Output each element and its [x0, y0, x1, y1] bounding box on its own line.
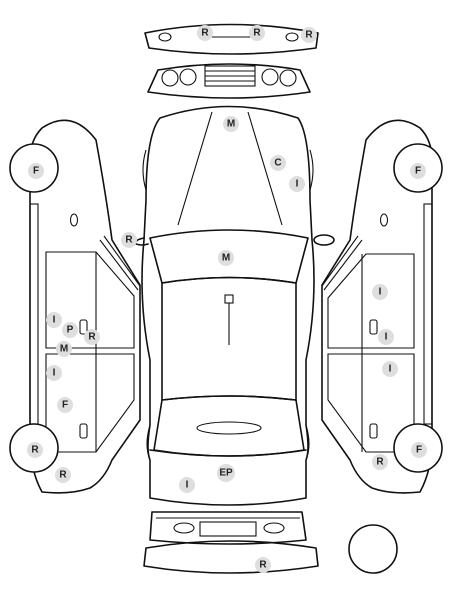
- svg-text:I: I: [53, 315, 56, 326]
- svg-text:I: I: [379, 287, 382, 298]
- svg-text:R: R: [31, 445, 39, 456]
- left-side-view[interactable]: [9, 119, 141, 494]
- damage-marker[interactable]: I: [46, 365, 62, 381]
- front-view[interactable]: [147, 63, 311, 99]
- svg-text:I: I: [385, 332, 388, 343]
- damage-marker[interactable]: I: [382, 361, 398, 377]
- svg-text:EP: EP: [219, 468, 233, 479]
- damage-marker[interactable]: F: [410, 163, 426, 179]
- damage-marker[interactable]: R: [301, 27, 317, 43]
- svg-text:R: R: [88, 332, 96, 343]
- damage-marker[interactable]: I: [46, 312, 62, 328]
- damage-marker[interactable]: R: [27, 442, 43, 458]
- damage-marker[interactable]: M: [218, 250, 234, 266]
- damage-marker[interactable]: I: [289, 176, 305, 192]
- car-top-view[interactable]: [134, 105, 335, 506]
- damage-marker[interactable]: M: [56, 341, 72, 357]
- svg-text:F: F: [416, 445, 422, 456]
- damage-marker[interactable]: R: [372, 454, 388, 470]
- svg-text:R: R: [253, 28, 261, 39]
- damage-marker[interactable]: R: [121, 232, 137, 248]
- damage-marker[interactable]: P: [62, 322, 78, 338]
- damage-marker[interactable]: I: [372, 284, 388, 300]
- svg-text:M: M: [60, 344, 68, 355]
- damage-marker[interactable]: F: [57, 397, 73, 413]
- svg-text:F: F: [33, 166, 39, 177]
- damage-marker[interactable]: C: [270, 155, 286, 171]
- svg-text:M: M: [227, 119, 235, 130]
- svg-text:R: R: [376, 457, 384, 468]
- svg-text:R: R: [59, 470, 67, 481]
- damage-marker[interactable]: R: [249, 25, 265, 41]
- damage-marker[interactable]: R: [55, 467, 71, 483]
- damage-markers: R R R M C I R M F I P R M I F R R F I I …: [27, 25, 427, 573]
- svg-text:F: F: [62, 400, 68, 411]
- svg-text:F: F: [415, 166, 421, 177]
- front-bumper[interactable]: [144, 23, 319, 55]
- svg-text:P: P: [67, 325, 74, 336]
- damage-marker[interactable]: I: [378, 329, 394, 345]
- svg-text:R: R: [305, 30, 313, 41]
- spare-wheel[interactable]: [348, 524, 398, 574]
- rear-bumper[interactable]: [143, 540, 319, 574]
- svg-text:I: I: [389, 364, 392, 375]
- damage-marker[interactable]: R: [84, 329, 100, 345]
- svg-text:I: I: [186, 480, 189, 491]
- damage-marker[interactable]: R: [255, 557, 271, 573]
- svg-text:C: C: [274, 158, 281, 169]
- svg-text:R: R: [259, 560, 267, 571]
- damage-marker[interactable]: M: [223, 116, 239, 132]
- svg-text:R: R: [125, 235, 133, 246]
- svg-text:R: R: [201, 28, 209, 39]
- damage-marker[interactable]: R: [197, 25, 213, 41]
- damage-marker[interactable]: EP: [217, 464, 235, 482]
- damage-marker[interactable]: I: [179, 477, 195, 493]
- svg-text:M: M: [222, 253, 230, 264]
- rear-view[interactable]: [149, 511, 307, 545]
- damage-marker[interactable]: F: [411, 442, 427, 458]
- svg-text:I: I: [53, 368, 56, 379]
- damage-marker[interactable]: F: [28, 163, 44, 179]
- svg-text:I: I: [296, 179, 299, 190]
